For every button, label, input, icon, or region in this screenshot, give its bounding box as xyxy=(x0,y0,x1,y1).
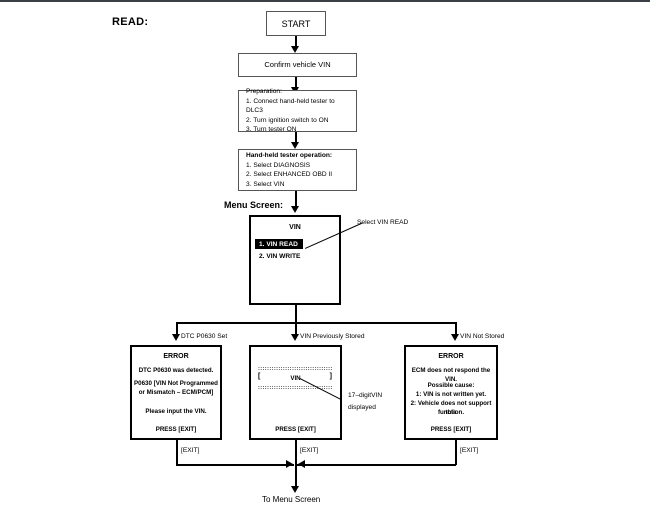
arrow-branch-middle xyxy=(291,334,299,341)
connector-confirm-prep xyxy=(295,77,297,89)
vin-not-stored-line-5: function. xyxy=(437,409,465,416)
vin-value-text: VIN xyxy=(290,375,301,382)
screen-dtc-error: ERROR DTC P0630 was detected. P0630 [VIN… xyxy=(130,345,222,440)
vin-dash-bottom: ::::::::::::::::::::::::::::::::::::::::… xyxy=(258,385,333,391)
screen-menu-vin: VIN 1. VIN READ 2. VIN WRITE xyxy=(249,215,341,305)
exit-run-left xyxy=(176,464,294,466)
exit-drop-right xyxy=(455,440,457,465)
menu-item-vin-write[interactable]: 2. VIN WRITE xyxy=(259,252,301,260)
node-start-label: START xyxy=(281,18,311,29)
branch-drop-right xyxy=(455,322,457,336)
branch-label-dtc-set: DTC P0630 Set xyxy=(181,333,228,340)
exit-run-right xyxy=(297,464,456,466)
node-tester-operation: Hand-held tester operation: 1. Select DI… xyxy=(238,149,357,191)
footer-to-menu-screen: To Menu Screen xyxy=(262,495,321,504)
arrow-start-confirm xyxy=(291,46,299,53)
menu-screen-label: Menu Screen: xyxy=(224,200,284,210)
vin-not-stored-footer: PRESS [EXIT] xyxy=(430,426,472,433)
tester-operation-step-1: 1. Select DIAGNOSIS xyxy=(246,161,311,169)
vin-not-stored-line-4: 2: Vehicle does not support this xyxy=(410,400,492,416)
vin-not-stored-title: ERROR xyxy=(438,353,464,360)
preparation-step-2: 2. Turn ignition switch to ON xyxy=(246,116,329,124)
exit-drop-middle xyxy=(295,440,297,465)
vin-bracket-left: [ xyxy=(258,373,261,380)
dtc-error-line-3: or Mismatch – ECM/PCM] xyxy=(138,389,214,396)
vin-not-stored-line-1: ECM does not respond the VIN. xyxy=(411,367,491,383)
page-title: READ: xyxy=(112,16,149,28)
node-preparation-content: Preparation: 1. Connect hand-held tester… xyxy=(246,87,352,135)
menu-item-vin-read[interactable]: 1. VIN READ xyxy=(255,239,303,249)
node-preparation: Preparation: 1. Connect hand-held tester… xyxy=(238,87,357,135)
vin-bracket-right: ] xyxy=(329,373,332,380)
connector-menu-split xyxy=(295,305,297,323)
top-rule xyxy=(0,0,650,2)
arrow-tester-menu xyxy=(291,206,299,213)
connector-to-menu-screen xyxy=(295,464,297,488)
connector-start-confirm xyxy=(295,36,297,48)
exit-drop-left xyxy=(176,440,178,465)
exit-label-middle: [EXIT] xyxy=(300,447,319,454)
arrow-prep-tester xyxy=(291,142,299,149)
tester-operation-step-3: 3. Select VIN xyxy=(246,180,285,188)
node-confirm-vin-label: Confirm vehicle VIN xyxy=(264,60,331,69)
preparation-step-3: 3. Turn tester ON xyxy=(246,126,297,134)
exit-label-right: [EXIT] xyxy=(460,447,479,454)
dtc-error-footer: PRESS [EXIT] xyxy=(155,426,197,433)
connector-prep-tester xyxy=(295,132,297,144)
arrow-exit-right xyxy=(298,460,305,468)
vin-not-stored-line-2: Possible cause: xyxy=(427,382,475,389)
preparation-step-1: 1. Connect hand-held tester to DLC3 xyxy=(246,97,335,115)
tester-operation-title: Hand-held tester operation: xyxy=(246,151,333,159)
arrow-exit-left xyxy=(286,460,293,468)
branch-label-vin-not-stored: VIN Not Stored xyxy=(460,333,505,340)
branch-drop-left xyxy=(176,322,178,336)
branch-bus xyxy=(176,322,456,324)
annotation-17-digit-vin-line2: displayed xyxy=(348,404,376,411)
tester-operation-step-2: 2. Select ENHANCED OBD II xyxy=(246,171,333,178)
screen-menu-title: VIN xyxy=(289,224,301,231)
annotation-select-vin-read: Select VIN READ xyxy=(357,219,409,226)
dtc-error-line-2: P0630 [VIN Not Programmed xyxy=(134,380,218,387)
exit-label-left: [EXIT] xyxy=(181,447,200,454)
arrow-branch-left xyxy=(172,334,180,341)
connector-tester-menu xyxy=(295,191,297,208)
dtc-error-line-1: DTC P0630 was detected. xyxy=(138,367,214,374)
annotation-17-digit-vin-line1: 17–digitVIN xyxy=(348,392,383,399)
branch-label-vin-stored: VIN Previously Stored xyxy=(300,333,365,340)
node-confirm-vin: Confirm vehicle VIN xyxy=(238,53,357,77)
dtc-error-line-4: Please input the VIN. xyxy=(145,408,207,415)
vin-stored-footer: PRESS [EXIT] xyxy=(275,426,316,433)
vin-not-stored-line-3: 1: VIN is not written yet. xyxy=(415,391,487,398)
screen-vin-not-stored: ERROR ECM does not respond the VIN. Poss… xyxy=(404,345,498,440)
arrow-to-menu-screen xyxy=(291,486,299,493)
vin-dash-top: ::::::::::::::::::::::::::::::::::::::::… xyxy=(258,366,333,372)
node-tester-operation-content: Hand-held tester operation: 1. Select DI… xyxy=(246,151,352,189)
preparation-title: Preparation: xyxy=(246,88,282,96)
branch-drop-middle xyxy=(295,322,297,336)
arrow-branch-right xyxy=(451,334,459,341)
dtc-error-title: ERROR xyxy=(163,353,189,360)
node-start: START xyxy=(266,11,326,36)
